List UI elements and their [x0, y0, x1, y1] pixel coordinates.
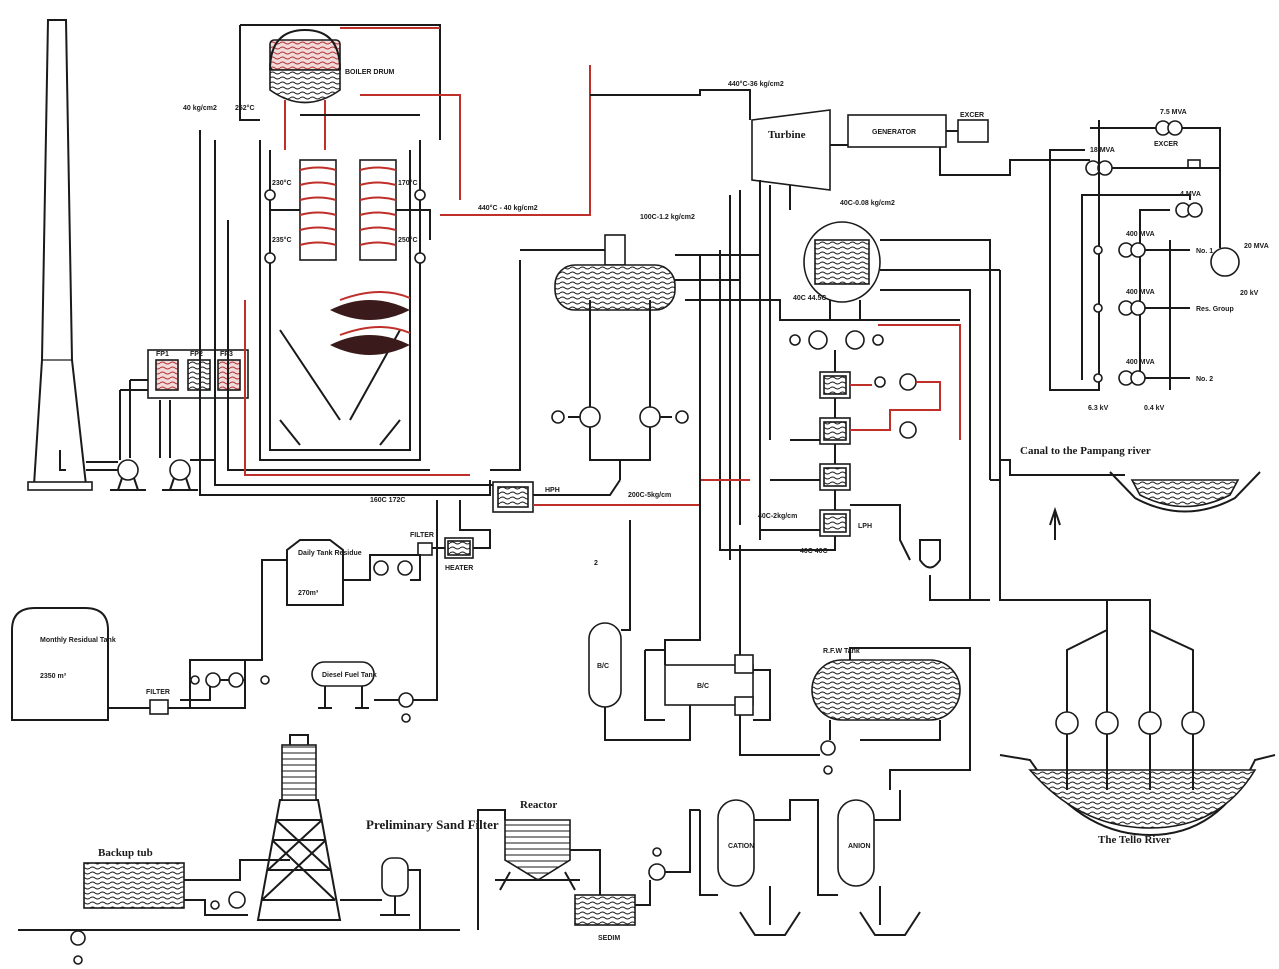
cond-temp-label: 40C 44.5C — [793, 295, 826, 302]
steam-main-lines: 440°C - 40 kg/cm2 440°C-36 kg/cm2 — [440, 65, 784, 216]
fuel-system: Daily Tank Residue 270m³ FILTER HEATER M… — [11, 500, 491, 723]
cond-out-temp-label: 40C 40C — [800, 548, 828, 555]
diesel-tank-label: Diesel Fuel Tank — [322, 672, 377, 679]
canal-label: Canal to the Pampang river — [1020, 445, 1151, 457]
lph-label: LPH — [858, 523, 872, 530]
filter-label-2: FILTER — [146, 689, 170, 696]
tello-river-label: The Tello River — [1098, 834, 1171, 846]
heater-label: HEATER — [445, 565, 473, 572]
monthly-tank-label: Monthly Residual Tank — [40, 637, 116, 644]
daily-tank-label: Daily Tank Residue — [298, 550, 362, 557]
deaerator — [490, 234, 960, 480]
backup-tub-label: Backup tub — [98, 847, 153, 859]
sw-400-1-label: 400 MVA — [1126, 231, 1155, 238]
monthly-tank-volume: 2350 m³ — [40, 673, 67, 680]
bwc-label-2: B/C — [697, 683, 709, 690]
generator-label: GENERATOR — [872, 129, 916, 136]
kv-a-label: 6.3 kV — [1088, 405, 1109, 412]
extraction-label: 100C-1.2 kg/cm2 — [640, 214, 695, 221]
bwc-label-1: B/C — [597, 663, 609, 670]
turbine-label: Turbine — [768, 129, 806, 141]
sw-400-3-label: 400 MVA — [1126, 359, 1155, 366]
sw-400-2-label: 400 MVA — [1126, 289, 1155, 296]
feed-temp-label: 160C 172C — [370, 497, 405, 504]
hp-heater-temp-label: 200C-5kg/cm — [628, 492, 671, 499]
turbine-generator: Turbine GENERATOR EXCER 100C-1.2 kg/cm2 … — [640, 109, 1090, 560]
rfw-tank-label: R.F.W Tank — [823, 648, 860, 655]
condenser: 40C 44.5C — [789, 221, 1000, 600]
burner-flames-icon — [330, 290, 411, 355]
boiler: BOILER DRUM 40 kg/cm2 252°C 230°C 235°C … — [183, 24, 491, 504]
kv-b-label: 0.4 kV — [1144, 405, 1165, 412]
hph-label: HPH — [545, 487, 560, 494]
canal: Canal to the Pampang river — [990, 445, 1261, 513]
boiler-drum-label: BOILER DRUM — [345, 69, 395, 76]
mark-2-label: 2 — [594, 560, 598, 567]
preheat-temp-3: 170°C — [398, 179, 418, 187]
chimney — [27, 19, 93, 491]
tello-river: The Tello River — [999, 270, 1276, 846]
temp-252-label: 252°C — [235, 104, 255, 112]
exciter2-label: EXCER — [1154, 141, 1178, 148]
pressure-40-label: 40 kg/cm2 — [183, 105, 217, 112]
sw-75-label: 7.5 MVA — [1160, 109, 1187, 116]
flue-gas-fans — [86, 380, 215, 491]
sw-20-label: 20 MVA — [1244, 243, 1269, 250]
exciter-label: EXCER — [960, 112, 984, 119]
bus-res-label: Res. Group — [1196, 306, 1234, 313]
fp1-label: FP1 — [156, 351, 169, 358]
lp-heaters: LPH 40C-2kg/cm 40C 40C — [719, 250, 990, 601]
condenser-pressure-label: 40C-0.08 kg/cm2 — [840, 200, 895, 207]
bus-2-label: No. 2 — [1196, 376, 1213, 383]
fp2-label: FP2 — [190, 351, 203, 358]
preheat-temp-2: 235°C — [272, 236, 292, 244]
water-treatment: 2 B/C B/C R.F.W Tank Backup tub Prelimin… — [18, 255, 971, 965]
hp-heater: HPH 200C-5kg/cm — [480, 479, 750, 513]
electrical-switchyard: 7.5 MVA EXCER 18 MVA 4 MVA 20 MVA 20 kV … — [1049, 109, 1269, 412]
preheat-temp-4: 250°C — [398, 236, 418, 244]
cation-label: CATION — [728, 843, 754, 850]
steam-main-label: 440°C-36 kg/cm2 — [728, 80, 784, 88]
fp3-label: FP3 — [220, 351, 233, 358]
sedim-label: SEDIM — [598, 935, 620, 942]
anion-label: ANION — [848, 843, 871, 850]
filter-label-1: FILTER — [410, 532, 434, 539]
preheat-temp-1: 230°C — [272, 179, 292, 187]
prelim-filter-label: Preliminary Sand Filter — [366, 817, 499, 832]
kv-20-label: 20 kV — [1240, 290, 1259, 297]
daily-tank-volume: 270m³ — [298, 590, 319, 597]
steam-boiler-label: 440°C - 40 kg/cm2 — [478, 204, 538, 212]
reactor-label: Reactor — [520, 799, 557, 811]
bus-1-label: No. 1 — [1196, 248, 1213, 255]
sw-18-label: 18 MVA — [1090, 147, 1115, 154]
lp-temp-label: 40C-2kg/cm — [758, 513, 797, 520]
